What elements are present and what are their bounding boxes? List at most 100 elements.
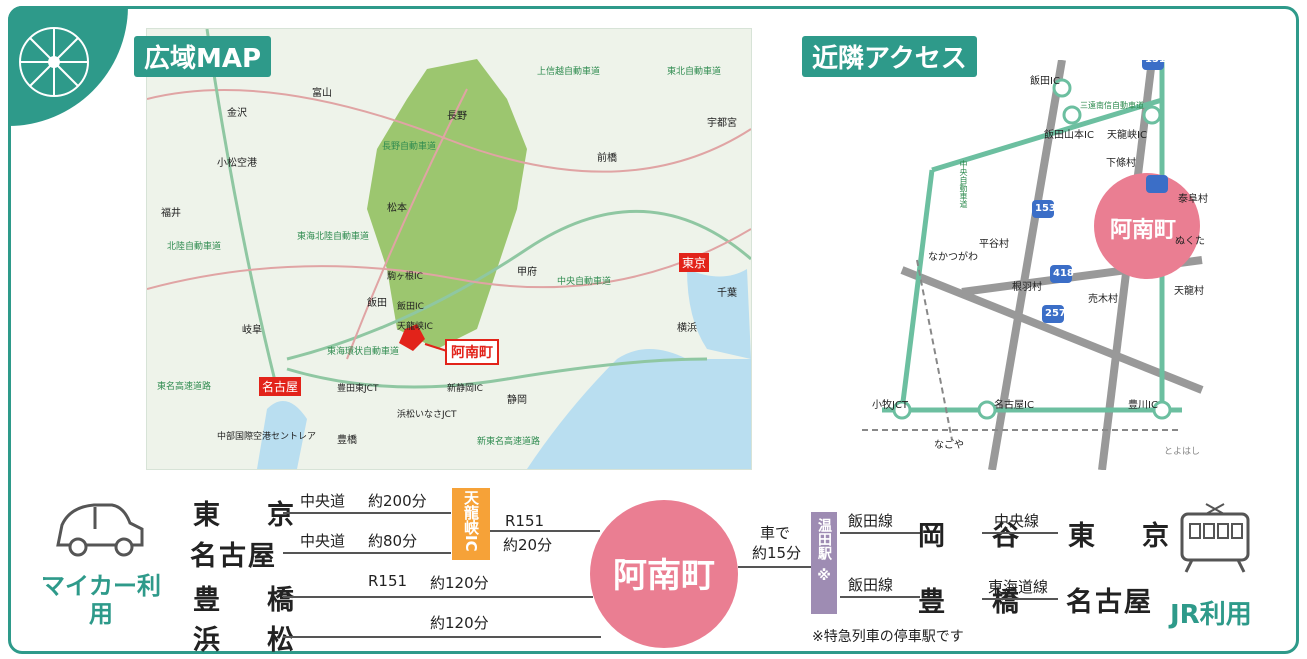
jr-label: JR利用 [1170, 600, 1252, 630]
wide-map-label: 甲府 [517, 267, 537, 278]
route-151-marker: 151 [1145, 54, 1166, 65]
onda-station-box: 温田駅 ※ [811, 512, 837, 614]
wide-map-label: 千葉 [717, 288, 737, 299]
near-map-road-label: 三遠南信自動車道 [1080, 101, 1144, 110]
near-map-label: 平谷村 [979, 239, 1009, 250]
near-map-label: 天龍峡IC [1107, 130, 1147, 141]
footnote: ※特急列車の停車駅です [812, 629, 964, 645]
train-icon [1180, 503, 1250, 573]
route-line [982, 598, 1058, 600]
route-line [283, 552, 451, 554]
route-line [283, 596, 593, 598]
wide-map-label: 前橋 [597, 153, 617, 164]
wide-map-label: 福井 [161, 208, 181, 219]
route-257-marker: 257 [1045, 308, 1066, 319]
wide-map-label: 岐阜 [242, 325, 262, 336]
near-map-label: 下條村 [1106, 158, 1136, 169]
wide-map-tokyo-label: 東京 [679, 253, 710, 272]
wide-map-label: 金沢 [227, 108, 247, 119]
wide-map-label: 小松空港 [217, 158, 257, 169]
station-mark: ※ [817, 568, 831, 584]
near-map-label: ぬくた [1175, 236, 1205, 247]
wide-map-road-label: 東名高速道路 [157, 382, 212, 392]
route-line [283, 636, 601, 638]
car-icon [56, 503, 144, 557]
wide-map-label: 駒ヶ根IC [387, 272, 423, 282]
origin-hamamatsu: 浜 松 [193, 625, 304, 656]
wide-map-label: 中部国際空港セントレア [217, 432, 317, 442]
near-map-label: とよはし [1164, 447, 1201, 457]
wide-map-label: 豊橋 [337, 435, 357, 446]
origin-tokyo: 東 京 [193, 500, 304, 531]
jr-transfer-toyohashi: 豊 橋 [918, 587, 1029, 618]
wide-map-label: 浜松いなさJCT [397, 410, 457, 420]
wide-map-anan-label: 阿南町 [445, 339, 499, 365]
route-time: 約120分 [430, 574, 489, 592]
wide-map-road-label: 北陸自動車道 [167, 242, 222, 252]
route-time: 約120分 [430, 614, 489, 632]
jr-line: 飯田線 [848, 576, 894, 594]
jr-transfer-okaya: 岡 谷 [918, 521, 1029, 552]
jr-dest-tokyo: 東 京 [1068, 521, 1179, 552]
wide-map-label: 天龍峡IC [397, 322, 433, 332]
wide-map-label: 富山 [312, 88, 332, 99]
onda-station-label: 温田駅 [816, 518, 832, 560]
route-418-marker: 418 [1053, 268, 1074, 279]
wide-map-label: 静岡 [507, 395, 527, 406]
compass-icon [19, 27, 89, 97]
mycar-label: マイカー利用 [41, 572, 161, 628]
route-line [283, 512, 451, 514]
route-time: 約80分 [368, 532, 418, 550]
car-label: 車で [760, 524, 791, 542]
route-name: 中央道 [300, 492, 346, 510]
near-map-label: 飯田山本IC [1044, 130, 1094, 141]
near-map-label: 根羽村 [1012, 282, 1042, 293]
near-map-label: 売木村 [1088, 294, 1118, 305]
wide-map-road-label: 東海環状自動車道 [327, 347, 400, 357]
wide-area-map: 阿南町 東京 名古屋 富山 金沢 小松空港 福井 長野 松本 飯田 甲府 前橋 … [146, 28, 752, 470]
route-line [738, 566, 812, 568]
near-map-anan-label: 阿南町 [1110, 218, 1177, 243]
tenryukyo-ic-label: 天龍峡IC [462, 490, 480, 552]
route-line [840, 596, 920, 598]
route-line [490, 530, 600, 532]
wide-map-road-label: 中央自動車道 [557, 277, 612, 287]
near-map-drawing [862, 52, 1204, 471]
r151-label: R151 [505, 512, 545, 530]
wide-map-nagoya-label: 名古屋 [259, 377, 302, 396]
near-map-label: 泰阜村 [1178, 194, 1208, 205]
route-time: 約200分 [368, 492, 427, 510]
wide-map-road-label: 上信越自動車道 [537, 67, 601, 77]
wide-map-label: 飯田IC [397, 302, 424, 312]
route-name: R151 [368, 572, 408, 590]
compass-corner [8, 6, 128, 126]
jr-line: 東海道線 [988, 578, 1049, 596]
route-line [982, 532, 1058, 534]
wide-map-drawing [146, 28, 752, 469]
r151-time: 約20分 [503, 536, 553, 554]
jr-line: 中央線 [994, 512, 1040, 530]
tenryukyo-ic-box: 天龍峡IC [452, 488, 490, 560]
jr-dest-nagoya: 名古屋 [1066, 587, 1153, 618]
wide-map-label: 飯田 [367, 298, 387, 309]
near-map-label: 小牧JCT [872, 400, 909, 411]
wide-map-road-label: 新東名高速道路 [477, 437, 541, 447]
wide-map-label: 宇都宮 [707, 118, 737, 129]
near-map-label: 名古屋IC [994, 400, 1034, 411]
route-line [840, 532, 920, 534]
near-access-title: 近隣アクセス [802, 36, 977, 77]
near-map-label: 豊川IC [1128, 400, 1158, 411]
anan-circle [590, 500, 738, 648]
near-map-label: なかつがわ [928, 252, 978, 263]
near-map-road-label: 中央自動車道 [959, 160, 968, 208]
route-name: 中央道 [300, 532, 346, 550]
anan-label: 阿南町 [613, 556, 715, 596]
wide-map-title: 広域MAP [134, 36, 272, 77]
wide-map-label: 横浜 [677, 323, 697, 334]
near-map-label: 飯田IC [1030, 76, 1060, 87]
wide-map-label: 松本 [387, 203, 407, 214]
near-map-label: 天龍村 [1174, 286, 1204, 297]
wide-map-road-label: 長野自動車道 [382, 142, 437, 152]
wide-map-road-label: 東北自動車道 [667, 67, 722, 77]
route-153-marker: 153 [1035, 203, 1056, 214]
